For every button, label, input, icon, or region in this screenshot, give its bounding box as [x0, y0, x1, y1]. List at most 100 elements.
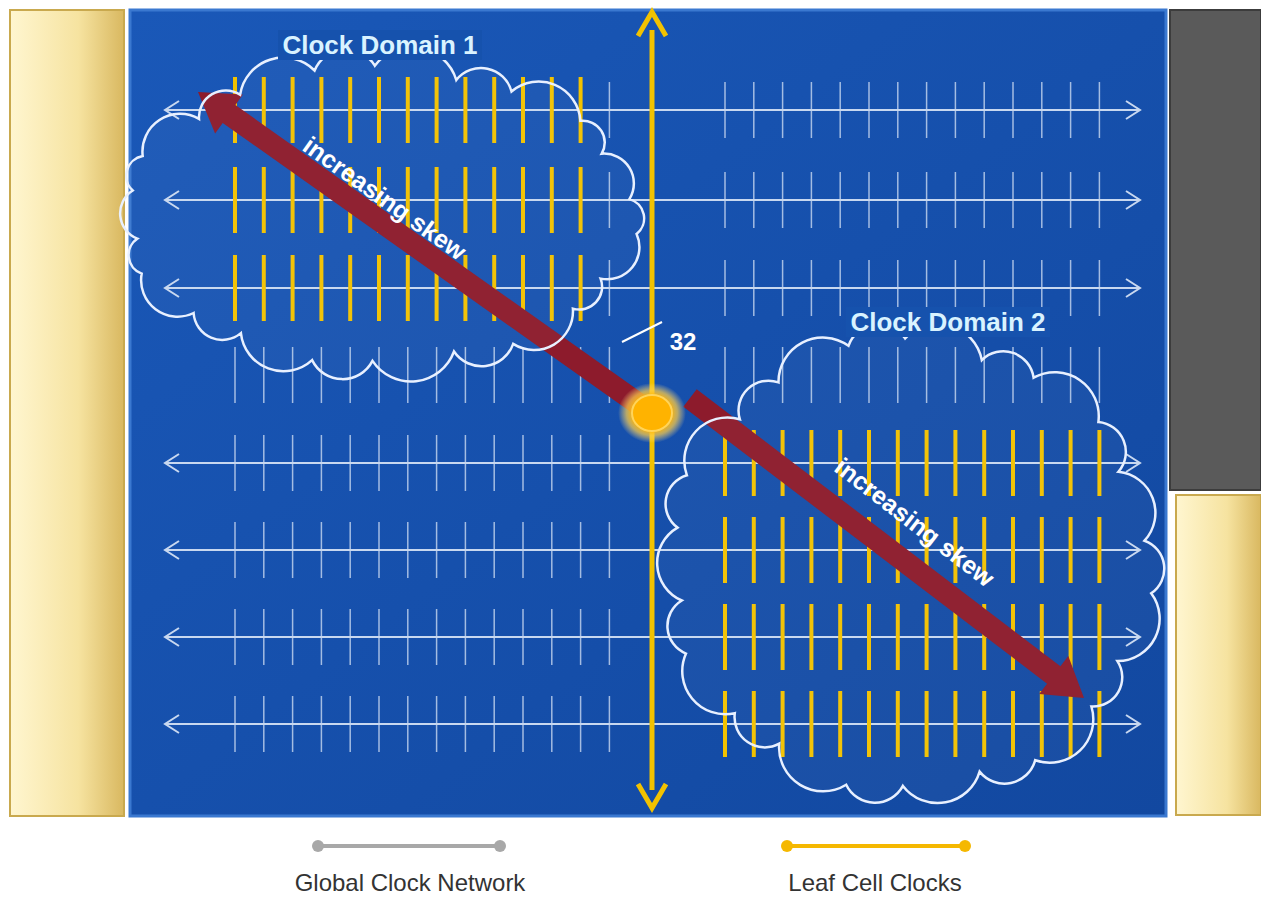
- grid-tick: [1012, 82, 1014, 138]
- grid-tick: [811, 82, 813, 138]
- grid-tick: [465, 609, 467, 665]
- right-grey-block: [1170, 10, 1261, 490]
- grid-arrowhead: [1126, 279, 1140, 297]
- grid-tick: [839, 260, 841, 316]
- grid-tick: [1070, 82, 1072, 138]
- cloud-outline-path: [120, 47, 644, 381]
- grid-tick: [609, 696, 611, 752]
- grid-tick: [407, 696, 409, 752]
- grid-tick: [493, 696, 495, 752]
- grid-tick: [609, 522, 611, 578]
- grid-arrowhead: [1126, 454, 1140, 472]
- grid-tick: [321, 435, 323, 491]
- grid-tick: [609, 82, 611, 138]
- grid-tick: [234, 522, 236, 578]
- grid-tick: [493, 435, 495, 491]
- grid-tick: [493, 609, 495, 665]
- clock-spine-head: [638, 784, 666, 808]
- grid-tick: [1012, 172, 1014, 228]
- grid-tick: [522, 609, 524, 665]
- grid-tick: [1070, 260, 1072, 316]
- grid-tick: [349, 435, 351, 491]
- grid-tick: [724, 260, 726, 316]
- grid-tick: [493, 522, 495, 578]
- grid-tick: [580, 522, 582, 578]
- grid-tick: [955, 172, 957, 228]
- grid-tick: [407, 435, 409, 491]
- grid-tick: [753, 260, 755, 316]
- grid-tick: [955, 82, 957, 138]
- grid-tick: [263, 696, 265, 752]
- grid-tick: [292, 435, 294, 491]
- grid-tick: [1099, 172, 1101, 228]
- grid-arrowhead: [1126, 191, 1140, 209]
- grid-tick: [1099, 260, 1101, 316]
- domain-title: Clock Domain 1: [278, 30, 481, 60]
- grid-tick: [292, 696, 294, 752]
- grid-tick: [465, 696, 467, 752]
- grid-tick: [1041, 172, 1043, 228]
- grid-tick: [234, 696, 236, 752]
- clock-source-glow: [618, 383, 686, 443]
- domain-title: Clock Domain 2: [846, 307, 1049, 337]
- grid-tick: [551, 522, 553, 578]
- legend-line: [318, 844, 500, 848]
- grid-tick: [782, 260, 784, 316]
- grid-tick: [551, 435, 553, 491]
- grid-tick: [349, 609, 351, 665]
- grid-tick: [436, 696, 438, 752]
- grid-tick: [897, 172, 899, 228]
- grid-tick: [811, 260, 813, 316]
- grid-tick: [321, 696, 323, 752]
- grid-tick: [580, 696, 582, 752]
- grid-arrowhead: [1126, 715, 1140, 733]
- grid-tick: [234, 347, 236, 403]
- bus-width-number: 32: [670, 328, 697, 356]
- grid-tick: [321, 609, 323, 665]
- grid-tick: [782, 82, 784, 138]
- grid-tick: [753, 172, 755, 228]
- grid-tick: [1099, 82, 1101, 138]
- grid-tick: [753, 82, 755, 138]
- legend-text: Global Clock Network: [295, 869, 526, 897]
- grid-tick: [983, 172, 985, 228]
- grid-tick: [1099, 347, 1101, 403]
- clock-source-dot: [632, 395, 672, 431]
- grid-tick: [436, 522, 438, 578]
- bus-width-slash: [622, 322, 662, 342]
- clock-spine-head: [638, 12, 666, 36]
- grid-tick: [522, 522, 524, 578]
- legend-line-end: [781, 840, 793, 852]
- grid-arrowhead: [165, 628, 179, 646]
- grid-tick: [407, 609, 409, 665]
- grid-tick: [811, 172, 813, 228]
- grid-tick: [609, 435, 611, 491]
- grid-tick: [580, 609, 582, 665]
- left-pad-bar: [10, 10, 124, 816]
- legend-line-end: [312, 840, 324, 852]
- grid-tick: [378, 522, 380, 578]
- grid-tick: [465, 522, 467, 578]
- grid-tick: [263, 522, 265, 578]
- grid-tick: [551, 696, 553, 752]
- grid-tick: [349, 696, 351, 752]
- grid-tick: [436, 435, 438, 491]
- legend-line-end: [494, 840, 506, 852]
- grid-tick: [522, 435, 524, 491]
- grid-tick: [724, 172, 726, 228]
- grid-arrowhead: [165, 715, 179, 733]
- grid-tick: [378, 609, 380, 665]
- grid-tick: [465, 435, 467, 491]
- cloud-outline: [650, 305, 1170, 810]
- grid-tick: [897, 82, 899, 138]
- grid-tick: [263, 609, 265, 665]
- grid-tick: [378, 435, 380, 491]
- right-pad-bar: [1176, 495, 1261, 815]
- grid-tick: [436, 609, 438, 665]
- grid-tick: [609, 609, 611, 665]
- grid-tick: [378, 696, 380, 752]
- grid-tick: [292, 522, 294, 578]
- grid-tick: [580, 435, 582, 491]
- cloud-outline-path: [657, 324, 1164, 803]
